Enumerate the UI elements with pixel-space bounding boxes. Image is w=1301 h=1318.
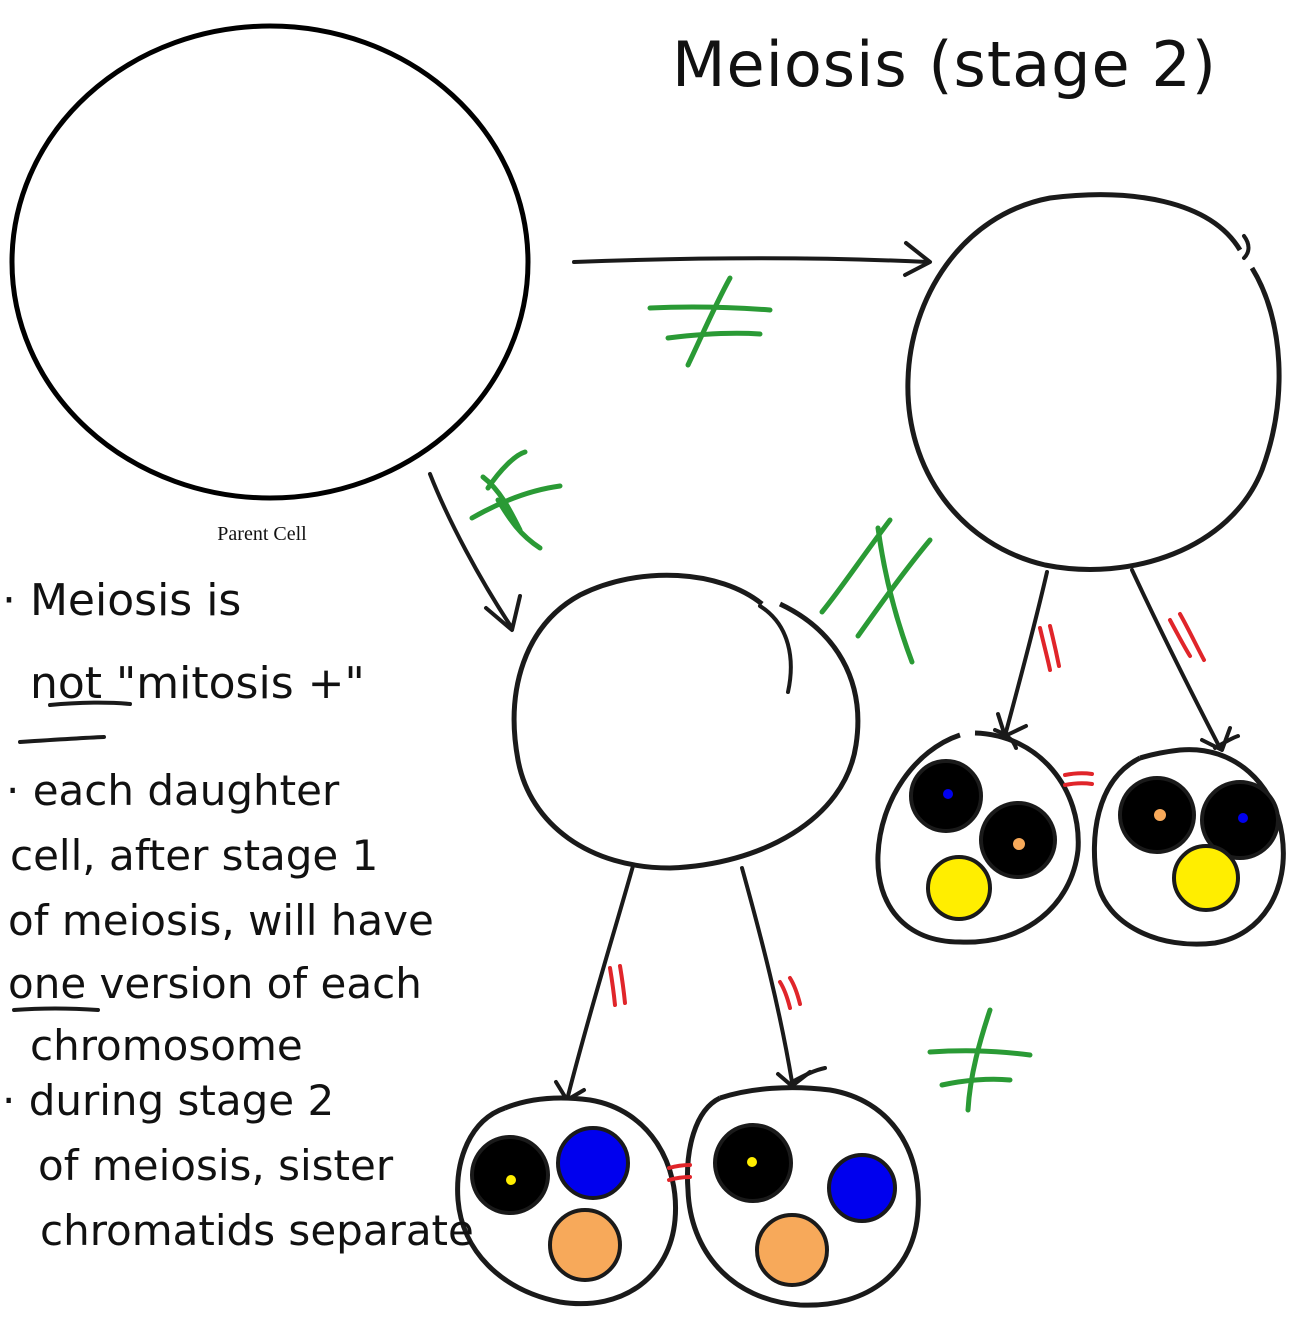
equal-mark (1038, 624, 1061, 672)
not-equal-mark (819, 517, 933, 665)
equal-mark (608, 964, 627, 1007)
chromosome-yellow (1172, 844, 1240, 912)
notes: · Meiosis is not "mitosis +" · each daug… (2, 575, 474, 1255)
underline (12, 1006, 100, 1012)
chromosome-blue (827, 1153, 897, 1223)
note-line: not "mitosis +" (30, 658, 365, 709)
diagram-title: Meiosis (stage 2) (672, 28, 1217, 101)
underline (18, 735, 106, 744)
arrow-right-to-granddaughter-a (996, 570, 1049, 738)
note-line: cell, after stage 1 (10, 831, 378, 880)
chromosome-orange (548, 1208, 622, 1282)
note-line: · each daughter (6, 766, 340, 815)
centromere-orange (1154, 809, 1166, 821)
note-line: · during stage 2 (2, 1076, 334, 1125)
chromosome-orange (755, 1213, 829, 1287)
note-line: of meiosis, sister (38, 1141, 394, 1190)
note-line: chromosome (30, 1021, 303, 1070)
equal-mark (1063, 771, 1094, 787)
granddaughter-cell-4 (685, 1066, 921, 1308)
equal-mark (1168, 612, 1206, 662)
daughter-cell-left (511, 572, 861, 871)
centromere-orange (1013, 838, 1025, 850)
arrow-right-to-granddaughter-b (1130, 568, 1232, 752)
note-line: of meiosis, will have (8, 896, 434, 945)
arrow-left-to-granddaughter-b (740, 866, 812, 1088)
not-equal-mark (469, 449, 563, 551)
note-line: chromatids separate (40, 1206, 474, 1255)
centromere-yellow (506, 1175, 516, 1185)
chromosome-yellow (926, 855, 992, 921)
centromere-blue (943, 789, 953, 799)
parent-cell-label: Parent Cell (217, 523, 307, 545)
centromere-yellow (747, 1157, 757, 1167)
not-equal-mark (927, 1007, 1033, 1113)
arrow-parent-to-daughter-left (428, 472, 522, 632)
granddaughter-cell-2 (1091, 734, 1286, 947)
note-line: one version of each (8, 959, 422, 1008)
granddaughter-cell-1 (875, 728, 1081, 945)
note-line: · Meiosis is (2, 575, 241, 626)
chromosome-black (470, 1135, 550, 1215)
not-equal-mark (647, 275, 773, 368)
granddaughter-cell-3 (455, 1095, 679, 1306)
chromosome-blue (556, 1126, 630, 1200)
centromere-blue (1238, 813, 1248, 823)
equal-mark (667, 1163, 692, 1182)
arrow-parent-to-daughter-right (572, 241, 932, 277)
parent-cell (9, 23, 531, 501)
daughter-cell-right (905, 192, 1282, 572)
underline (48, 700, 132, 707)
equal-mark (778, 976, 802, 1010)
